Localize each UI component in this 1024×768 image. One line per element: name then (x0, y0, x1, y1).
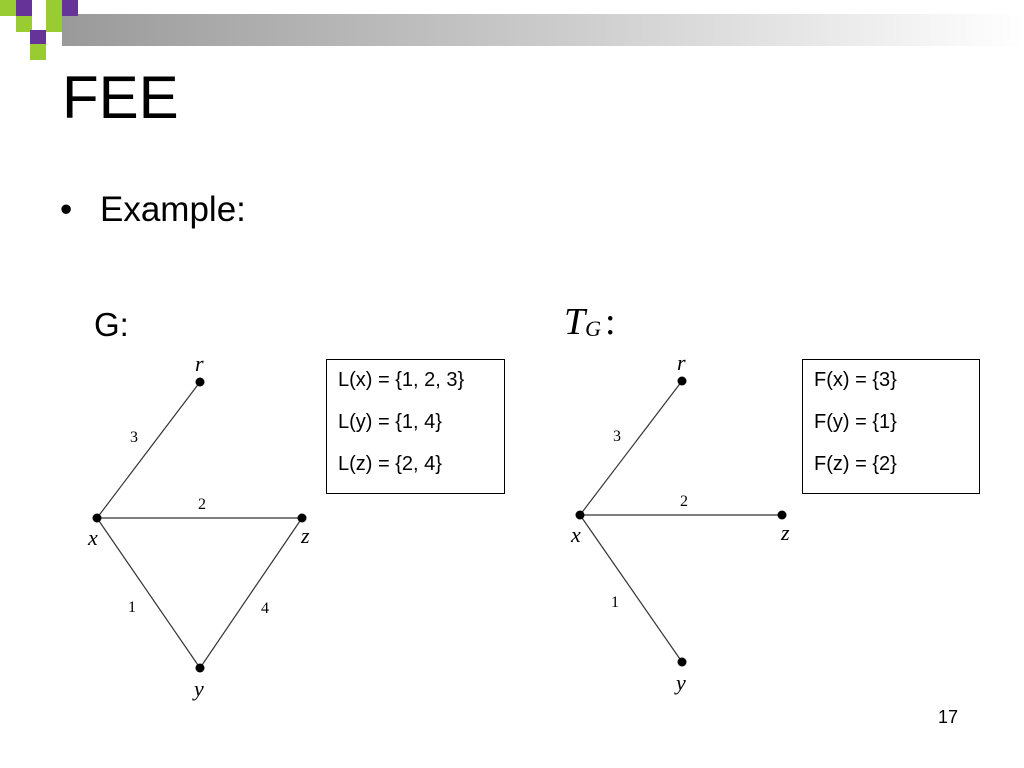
vertex-label-g-r: r (195, 351, 204, 376)
fee-assignment-box: F(x) = {3} F(y) = {1} F(z) = {2} (802, 359, 980, 494)
edge-label-g-x-y: 1 (128, 599, 136, 616)
graph-tg-label: TG: (564, 298, 616, 353)
vertex-g-z (297, 513, 307, 523)
graph-tg-label-main: T (564, 301, 586, 343)
list-assignment-box: L(x) = {1, 2, 3} L(y) = {1, 4} L(z) = {2… (326, 359, 505, 494)
edge-g-y-z (199, 517, 303, 669)
vertex-label-g-y: y (192, 676, 204, 701)
fee-line-x: F(x) = {3} (814, 369, 897, 391)
list-line-z: L(z) = {2, 4} (338, 453, 442, 475)
edge-tg-x-r (579, 380, 683, 516)
header-gradient-bar (62, 14, 1024, 46)
vertex-label-tg-z: z (780, 520, 790, 545)
vertex-label-g-x: x (87, 525, 98, 550)
graph-g-label: G: (94, 306, 129, 343)
fee-line-y: F(y) = {1} (814, 411, 897, 433)
vertex-tg-x (575, 510, 585, 520)
vertex-tg-r (677, 376, 687, 386)
edge-label-g-y-z: 4 (261, 600, 269, 617)
list-line-y: L(y) = {1, 4} (338, 411, 442, 433)
graph-tg: r x y z 3 2 1 (570, 350, 790, 695)
graph-g: r x y z 3 2 1 4 (87, 351, 310, 701)
vertex-g-x (92, 513, 102, 523)
vertex-label-g-z: z (300, 523, 310, 548)
slide-header-bar (0, 0, 1024, 60)
vertex-label-tg-y: y (674, 670, 686, 695)
vertex-tg-y (677, 657, 687, 667)
bullet-text: Example: (100, 190, 246, 229)
checker-logo (0, 0, 78, 60)
list-line-x: L(x) = {1, 2, 3} (338, 369, 465, 391)
edge-g-x-y (96, 517, 201, 669)
edge-tg-x-y (579, 514, 683, 663)
vertex-g-y (195, 663, 205, 673)
vertex-label-tg-r: r (677, 350, 686, 375)
page-number: 17 (938, 707, 959, 727)
graph-tg-label-colon: : (605, 301, 616, 343)
vertex-tg-z (777, 510, 787, 520)
edge-label-g-x-z: 2 (198, 496, 206, 513)
vertex-label-tg-x: x (570, 522, 581, 547)
graph-tg-label-sub: G (585, 316, 602, 341)
edge-label-tg-x-y: 1 (611, 594, 619, 611)
bullet-item: • Example: (60, 186, 246, 234)
bullet-dot-icon: • (60, 190, 73, 229)
slide-title: FEE (62, 64, 179, 131)
edge-label-g-x-r: 3 (130, 429, 138, 446)
edge-g-x-r (96, 381, 201, 519)
fee-line-z: F(z) = {2} (814, 453, 897, 475)
edge-label-tg-x-z: 2 (680, 493, 688, 510)
vertex-g-r (195, 377, 205, 387)
edge-label-tg-x-r: 3 (613, 428, 621, 445)
